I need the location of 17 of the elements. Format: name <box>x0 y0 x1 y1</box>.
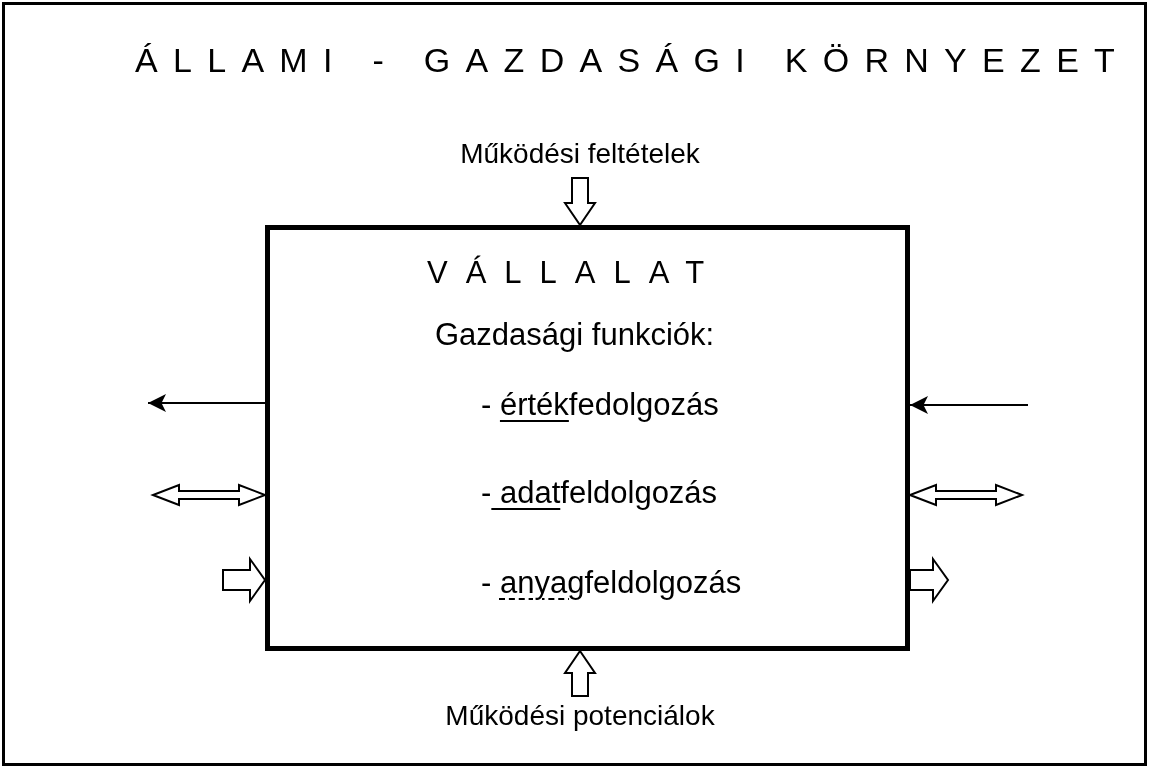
block-arrow <box>909 555 950 605</box>
function-item: - anyagfeldolgozás <box>481 565 742 601</box>
input-label: Működési potenciálok <box>444 700 716 733</box>
company-box <box>265 225 910 651</box>
function-heading: Gazdasági funkciók: <box>435 317 715 353</box>
arrow <box>909 396 1029 414</box>
input-label: Működési feltételek <box>459 138 701 171</box>
function-item: - értékfedolgozás <box>481 387 719 423</box>
company-title: VÁLLALAT <box>427 255 723 291</box>
function-item: - adatfeldolgozás <box>481 475 718 511</box>
environment-title: ÁLLAMI - GAZDASÁGI KÖRNYEZET <box>135 41 1131 81</box>
block-arrow <box>907 483 1025 507</box>
block-arrow <box>222 555 267 605</box>
block-arrow <box>563 177 597 227</box>
block-arrow <box>563 649 597 697</box>
block-arrow <box>150 483 268 507</box>
arrow <box>147 394 266 412</box>
